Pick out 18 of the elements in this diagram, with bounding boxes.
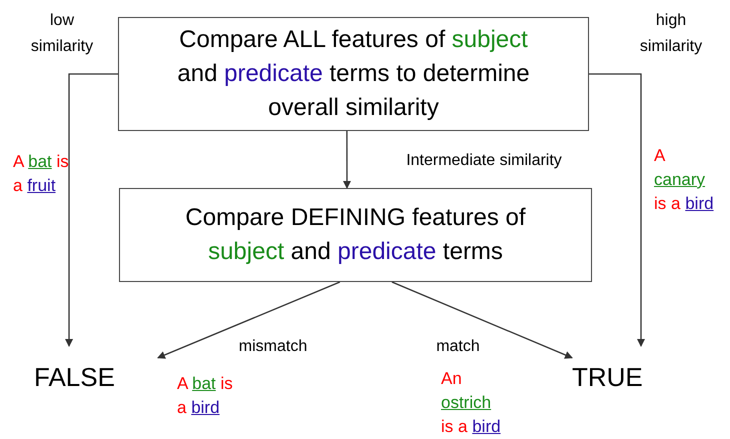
arrow [157,281,340,359]
edge-label: low similarity [30,12,94,55]
process-box: Compare DEFINING features of subject and predicate terms [119,188,592,282]
example-sentence: A bat is a bird [177,374,233,417]
edge-label: Intermediate similarity [406,152,562,169]
arrow [65,73,118,347]
process-box: Compare ALL features of subject and predicate terms to determine overall similarity [118,17,589,131]
result-label: FALSE [30,346,158,408]
arrow [342,131,351,189]
example-sentence: An ostrich is a bird [441,369,501,436]
arrow [589,73,645,347]
example-sentence: A bat is a fruit [13,152,69,195]
edge-label: high similarity [640,12,702,55]
edge-label: match [436,338,480,355]
result-label: TRUE [572,346,672,408]
edge-label: mismatch [238,338,308,355]
example-sentence: A canary is a bird [654,146,714,213]
arrow [392,281,573,359]
